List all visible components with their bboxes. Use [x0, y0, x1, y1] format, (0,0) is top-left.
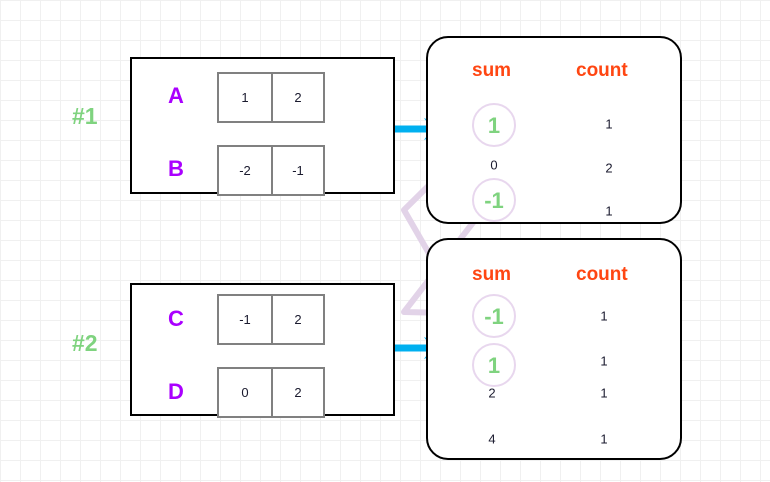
- value-pair-c: -1 2: [217, 294, 325, 345]
- cell-d-1: 2: [271, 369, 323, 416]
- input-block-2: C -1 2 D 0 2: [130, 283, 395, 418]
- row-letter-c: C: [168, 306, 184, 331]
- panel-1-row-0-sum: 1: [487, 113, 501, 138]
- panel-1-row-1-count: 2: [605, 160, 613, 176]
- panel-1-header-count: count: [576, 60, 628, 81]
- cell-b-0: -2: [239, 163, 251, 178]
- panel-1-row-2-highlight-circle: [472, 178, 516, 222]
- group-label-1: #1: [72, 103, 98, 129]
- row-letter-a: A: [168, 83, 184, 108]
- panel-1-row-2-count: 1: [605, 203, 613, 219]
- panel-2-row-0-count: 1: [600, 308, 608, 324]
- value-pair-a: 1 2: [217, 72, 325, 123]
- panel-2-header-count: count: [576, 264, 628, 285]
- panel-1-row-1-sum: 0: [490, 157, 498, 173]
- panel-2-header-sum: sum: [472, 264, 512, 285]
- value-pair-b: -2 -1: [217, 145, 325, 196]
- result-panel-2: sum count -1 1 1 1 2 1 4 1: [426, 238, 682, 460]
- panel-2-row-0-sum: -1: [484, 304, 504, 329]
- row-letter-b: B: [168, 156, 184, 181]
- panel-2-row-3-count: 1: [600, 431, 608, 447]
- cell-d-0: 0: [241, 385, 249, 400]
- group-label-2: #2: [72, 330, 98, 356]
- cell-c-1: 2: [271, 296, 323, 343]
- panel-2-row-0-highlight-circle: [472, 294, 516, 338]
- panel-1-row-0-count: 1: [605, 116, 613, 132]
- panel-2-row-1-highlight-circle: [472, 343, 516, 387]
- panel-2-row-2-sum: 2: [488, 385, 496, 401]
- panel-2-row-2-count: 1: [600, 385, 608, 401]
- panel-2-row-1-sum: 1: [487, 353, 501, 378]
- value-pair-d: 0 2: [217, 367, 325, 418]
- cell-a-1: 2: [271, 74, 323, 121]
- panel-1-header-sum: sum: [472, 60, 512, 81]
- cell-c-0: -1: [239, 312, 251, 327]
- row-letter-d: D: [168, 379, 184, 404]
- panel-1-row-2-sum: -1: [484, 188, 504, 213]
- panel-2-row-3-sum: 4: [488, 431, 496, 447]
- input-block-1: A 1 2 B -2 -1: [130, 57, 395, 196]
- cell-b-1: -1: [271, 147, 323, 194]
- cell-a-0: 1: [241, 90, 249, 105]
- panel-2-row-1-count: 1: [600, 353, 608, 369]
- result-panel-1: sum count 1 1 0 2 -1 1: [426, 36, 682, 224]
- panel-1-row-0-highlight-circle: [472, 103, 516, 147]
